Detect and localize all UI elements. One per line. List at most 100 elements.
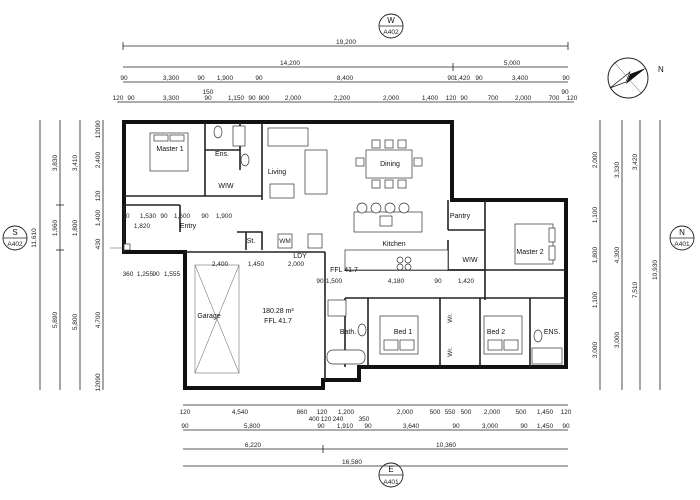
dim-left-row3: 1,400	[95, 209, 102, 226]
dim-bottom-row1: 120	[561, 409, 572, 416]
dim-top-row2: 1,150	[228, 95, 245, 102]
dim-top-row1: 90	[120, 75, 128, 82]
compass-label: N	[658, 65, 664, 74]
marker-letter: E	[388, 465, 393, 474]
dim-ldy-row: 1,450	[248, 261, 265, 268]
dim-bottom-row1: 1,200	[338, 409, 355, 416]
dim-top-row1: 90	[255, 75, 263, 82]
dim-bottom-row1: 2,000	[397, 409, 414, 416]
dim-right-outer: 7,510	[632, 281, 639, 298]
dim-top-row1: 1,900	[217, 75, 234, 82]
dim-left-row3: 90	[95, 373, 102, 381]
living-furniture	[267, 127, 328, 199]
laundry-fixtures	[277, 233, 323, 249]
dim-left-row3: 120	[95, 380, 102, 391]
room-wardrobe: Wr.	[447, 313, 454, 323]
room-bed1: Bed 1	[394, 329, 412, 336]
dim-right-inner: 3,000	[592, 341, 599, 358]
dim-bottom-row1: 550	[445, 409, 456, 416]
room-wiw-mid: WIW	[462, 257, 478, 264]
dim-right-inner: 2,000	[592, 151, 599, 168]
dim-left-total: 11,610	[31, 228, 38, 248]
room-master1: Master 1	[156, 146, 183, 153]
dim-left-outer: 3,830	[52, 154, 59, 171]
dim-right-inner: 1,800	[592, 246, 599, 263]
dim-top-row2: 90	[561, 89, 569, 96]
room-labels: Master 1 Ens. WIW Living Dining Kitchen …	[156, 146, 560, 357]
ensuite-right-fixtures	[531, 329, 563, 365]
dim-right-mid: 3,330	[614, 161, 621, 178]
dim-entry-row: 1,820	[134, 223, 151, 230]
dim-bottom-row2: 90	[364, 423, 372, 430]
marker-ref: A402	[383, 29, 399, 36]
north-arrow-icon: N	[607, 57, 664, 99]
room-wardrobe: Wr.	[447, 347, 454, 357]
dim-bottom-row1b: 240	[333, 416, 344, 423]
dim-left-inner: 3,410	[72, 154, 79, 171]
marker-letter: S	[12, 228, 17, 237]
section-marker-south[interactable]: S A402	[2, 225, 28, 251]
internal-dimensions: 1,530 1,600 1,900 1,820 90 90 90 1,255 1…	[122, 213, 474, 285]
dim-bottom-total: 16,580	[342, 459, 362, 466]
dim-bottom-row2: 90	[520, 423, 528, 430]
section-marker-east[interactable]: E A401	[378, 462, 404, 488]
marker-ref: A401	[383, 479, 399, 486]
dim-entry-row: 1,530	[140, 213, 157, 220]
dim-kitchen-row: 1,420	[458, 278, 475, 285]
bed1-furniture	[379, 315, 419, 355]
dim-top-b: 5,000	[504, 60, 521, 67]
dim-ldy-row: 90	[316, 278, 324, 285]
dim-ldy-row: 1,500	[326, 278, 343, 285]
dim-kitchen-row: 4,180	[388, 278, 405, 285]
dim-bottom-row1: 120	[317, 409, 328, 416]
dim-bottom-row1: 500	[430, 409, 441, 416]
dimensions-top: 19,200 14,200 5,000 90 3,300 90 1,900 90…	[113, 39, 578, 103]
dim-bottom-row2: 90	[452, 423, 460, 430]
dim-entry-misc: 90	[122, 213, 130, 220]
dim-top-row2: 2,200	[334, 95, 351, 102]
dim-ldy-row: 2,400	[212, 261, 229, 268]
room-ensuite-top: Ens.	[215, 151, 229, 158]
dim-bottom-row2: 90	[181, 423, 189, 430]
dim-entry-misc: 90	[160, 213, 168, 220]
dim-top-row2: 120	[446, 95, 457, 102]
floor-area: 180.28 m²	[262, 308, 294, 315]
dim-top-row2: 2,000	[515, 95, 532, 102]
dim-top-row2: 150	[203, 89, 214, 96]
dim-left-row3: 90	[95, 120, 102, 128]
dim-bottom-row1: 500	[516, 409, 527, 416]
marker-ref: A401	[674, 241, 690, 248]
room-store: St.	[247, 238, 256, 245]
room-wiw-top: WIW	[218, 183, 234, 190]
dim-garage-side: 90	[152, 271, 160, 278]
dim-top-row2: 700	[549, 95, 560, 102]
dim-top-row1: 90	[562, 75, 570, 82]
dim-top-overall: 19,200	[336, 39, 356, 46]
dim-top-row1: 90	[197, 75, 205, 82]
room-bath: Bath.	[340, 329, 356, 336]
dimensions-bottom: 120 4,540 860 120 1,200 2,000 500 550 50…	[180, 404, 572, 467]
dim-top-a: 14,200	[280, 60, 300, 67]
room-living: Living	[268, 169, 286, 176]
section-marker-west[interactable]: W A402	[378, 13, 404, 39]
dim-top-row2: 90	[127, 95, 135, 102]
dim-right-total: 10,930	[652, 260, 659, 280]
section-marker-north[interactable]: N A401	[669, 225, 695, 251]
dim-top-row2: 120	[113, 95, 124, 102]
dimensions-left: 11,610 3,830 1,960 5,890 3,410 1,800 5,8…	[31, 120, 104, 391]
dim-bottom-row1: 4,540	[232, 409, 249, 416]
dim-top-row2: 90	[204, 95, 212, 102]
dim-top-row2: 120	[567, 95, 578, 102]
interior-walls	[123, 122, 566, 380]
dim-entry-misc: 90	[201, 213, 209, 220]
dim-right-inner: 1,100	[592, 291, 599, 308]
room-garage: Garage	[197, 313, 220, 320]
dim-bottom-row2: 90	[562, 423, 570, 430]
dim-left-inner: 5,800	[72, 313, 79, 330]
dim-top-row1: 1,420	[454, 75, 471, 82]
dim-right-mid: 3,000	[614, 331, 621, 348]
dimensions-right: 2,000 1,100 1,800 1,100 3,000 3,330 4,30…	[592, 120, 661, 390]
floor-ffl: FFL 41.7	[264, 318, 292, 325]
room-kitchen: Kitchen	[382, 241, 405, 248]
